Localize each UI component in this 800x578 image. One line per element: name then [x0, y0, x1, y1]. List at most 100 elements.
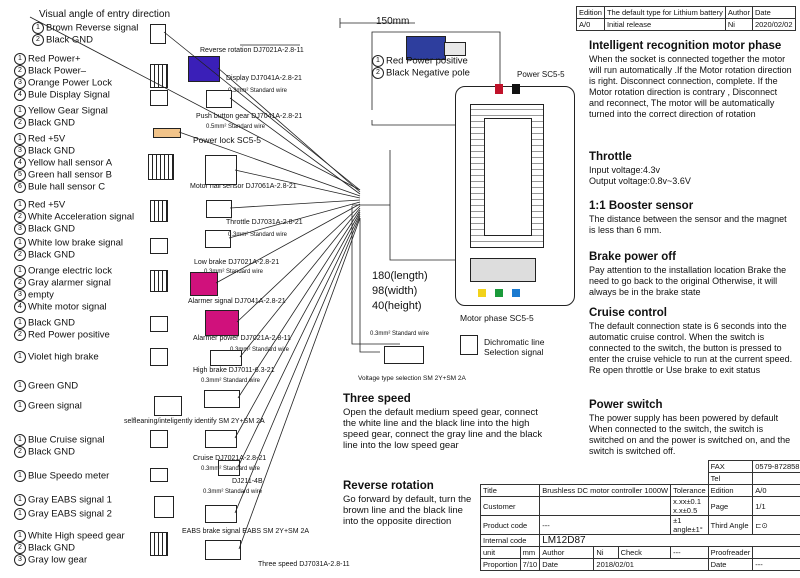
- product-code: ---: [539, 515, 672, 535]
- three-speed-connector: [150, 532, 168, 556]
- note-text: The distance between the sensor and the …: [589, 214, 787, 235]
- connector-label: Three speed DJ7031A-2.8-11: [258, 561, 350, 568]
- connector-label: Low brake DJ7021A-2.8-21: [194, 259, 280, 266]
- product-code-header: Product code: [479, 515, 541, 535]
- three-speed-plug: [205, 540, 241, 560]
- phase-terminal-green: [495, 289, 503, 297]
- phase-terminal-yellow: [478, 289, 486, 297]
- selfleaning-plug: [204, 390, 240, 408]
- note-text: The power supply has been powered by def…: [589, 413, 791, 456]
- cruise-connector: [150, 430, 168, 448]
- power-connector-label: Power SC5-5: [517, 70, 565, 79]
- tel-header: Tel: [707, 472, 754, 485]
- wire-spec: 0.3mm² Standard wire: [370, 331, 430, 337]
- controller-label: [484, 118, 532, 236]
- alarmer-connector: [150, 270, 168, 292]
- check-header: Check: [617, 546, 672, 559]
- alarmer-power-plug: [205, 310, 239, 336]
- page-header: Page: [707, 496, 754, 516]
- reverse-connector: [150, 24, 166, 44]
- date: 2018/02/01: [593, 558, 709, 571]
- speedo-connector: [150, 468, 168, 482]
- reverse-rotation-text: Go forward by default, turn the brown li…: [343, 494, 472, 527]
- alarmer-plug: [190, 272, 218, 296]
- reverse-rotation-title: Reverse rotation: [343, 480, 434, 492]
- connector-label: Display DJ7041A-2.8-21: [226, 75, 302, 82]
- date2-header: Date: [707, 558, 754, 571]
- note-title: Brake power off: [589, 251, 676, 263]
- three-speed-text: Open the default medium speed gear, conn…: [343, 407, 543, 451]
- connector-label: Alarmer power DJ7021A-2.8-11: [193, 335, 291, 342]
- wire-spec: 0.3mm² Standard wire: [204, 269, 264, 275]
- internal-code: LM12D87: [539, 534, 800, 547]
- hall-plug: [205, 155, 237, 185]
- connector-label: Cruise DJ7021A-2.8-21: [193, 455, 267, 462]
- rev-edition-header: Edition: [576, 6, 605, 19]
- date2: ---: [752, 558, 800, 571]
- top-power-plug-tip: [444, 42, 466, 56]
- connector-label: selfleaning/inteligently identify SM 2Y+…: [124, 418, 265, 425]
- three-speed-title: Three speed: [343, 393, 411, 405]
- controller-size-length: 180(length): [372, 270, 428, 282]
- third-angle-symbol: ⊏⊙: [752, 515, 800, 535]
- rev-date-header: Date: [751, 6, 796, 19]
- third-angle-header: Third Angle: [707, 515, 754, 535]
- note-text: When the socket is connected together th…: [589, 54, 792, 119]
- eabs-plug: [205, 505, 237, 523]
- low-brake-plug: [205, 230, 231, 248]
- gear-connector: [150, 90, 168, 106]
- wire-spec: 0.3mm² Standard wire: [228, 232, 288, 238]
- phase-terminals: [470, 258, 536, 282]
- entry-direction-title: Visual angle of entry direction: [39, 9, 171, 20]
- rev-date: 2020/02/02: [751, 18, 796, 31]
- power-terminal-black: [512, 84, 520, 94]
- wire-spec: 0.3mm² Standard wire: [228, 88, 288, 94]
- dichromatic-label: Dichromatic line Selection signal: [484, 337, 545, 357]
- cruise-plug: [205, 430, 237, 448]
- voltage-plug: [384, 346, 424, 364]
- rev-desc: Initial release: [603, 18, 726, 31]
- power-terminal-red: [495, 84, 503, 94]
- product-title: Brushless DC motor controller 1000W: [539, 484, 672, 497]
- note-title: Intelligent recognition motor phase: [589, 40, 782, 52]
- unit: mm: [519, 546, 541, 559]
- cable-length: 150mm: [376, 16, 410, 27]
- power-lock-plug: [153, 128, 181, 138]
- title-header: Title: [479, 484, 541, 497]
- connector-label: DJ211-4B: [232, 478, 263, 485]
- phase-terminal-blue: [512, 289, 520, 297]
- revision-table: Edition The default type for Lithium bat…: [576, 6, 796, 31]
- note-text: The default connection state is 6 second…: [589, 321, 793, 375]
- speedo-plug: [218, 460, 240, 476]
- note-title: Throttle: [589, 151, 632, 163]
- page-value: 1/1: [752, 496, 800, 516]
- motor-phase-label: Motor phase SC5-5: [460, 313, 534, 323]
- proportion-header: Proportion: [480, 558, 521, 571]
- rev-author: Ni: [724, 18, 753, 31]
- fax-header: FAX: [707, 460, 754, 473]
- rev-author-header: Author: [724, 6, 753, 19]
